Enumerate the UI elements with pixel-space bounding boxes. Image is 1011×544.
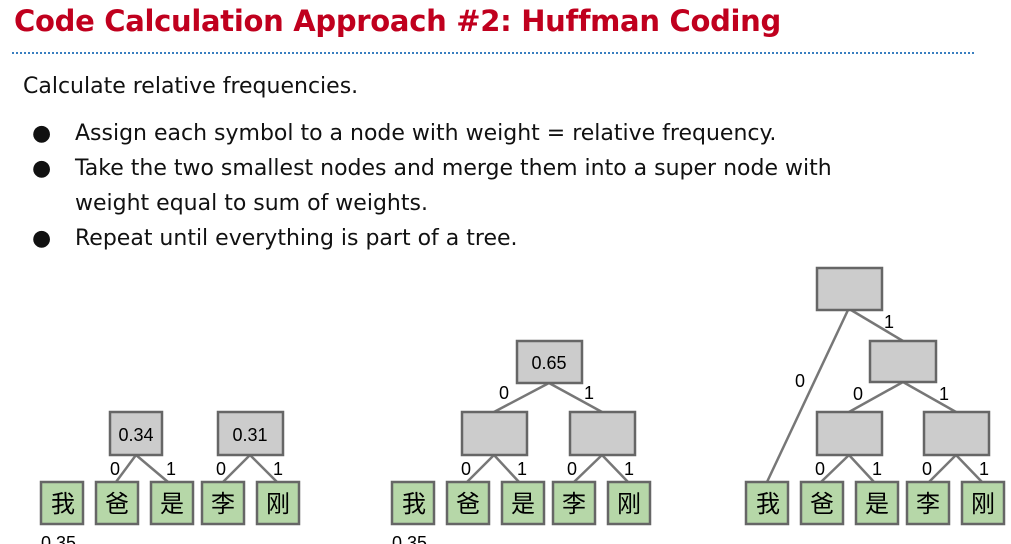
tree-node [515,339,584,385]
leaf-symbol: 李 [211,490,235,518]
edge-label: 1 [517,459,527,479]
node-weight: 0.31 [232,425,267,445]
leaf-symbol: 刚 [617,490,641,518]
node-weight: 0.34 [118,425,153,445]
leaf-symbol: 爸 [105,490,129,518]
leaf-symbol: 我 [402,490,426,518]
leaf-symbol: 李 [916,490,940,518]
leaf-weight: 0.35 [392,533,427,544]
edge-label: 0 [853,384,863,404]
bullet-list: ● Assign each symbol to a node with weigh… [28,116,908,256]
bullet-icon: ● [32,121,52,146]
leaf-symbol: 刚 [266,490,290,518]
tree-node [922,410,991,457]
bullet-text: Assign each symbol to a node with weight… [75,121,777,146]
edge-label: 0 [815,459,825,479]
tree-step-1: 0.34 0.31 0 1 0 1 我 爸 是 李 刚 0.35 [39,410,301,544]
tree-step-3: 0 1 0 1 0 1 0 1 我 爸 是 李 刚 [744,266,1006,526]
bullet-item: ● Assign each symbol to a node with weigh… [28,116,908,151]
edge-label: 1 [939,384,949,404]
edge-label: 1 [872,459,882,479]
bullet-icon: ● [32,226,52,251]
node-weight: 0.65 [531,353,566,373]
edge-label: 0 [567,459,577,479]
tree-node [460,410,529,457]
leaf-symbol: 爸 [810,490,834,518]
leaf-symbol: 刚 [971,490,995,518]
tree-node [108,410,164,457]
leaf-symbol: 我 [51,490,75,518]
bullet-icon: ● [32,156,52,181]
leaf-symbol: 是 [865,490,889,518]
edge-label: 1 [166,459,176,479]
edge-label: 1 [979,459,989,479]
edge-label: 1 [884,312,894,332]
leaf-symbol: 爸 [456,490,480,518]
tree-step-2: 0.65 0 1 0 1 0 1 我 爸 是 李 刚 0.35 [390,339,652,544]
tree-node [815,410,884,457]
bullet-item: ● Take the two smallest nodes and merge t… [28,151,908,221]
tree-node [868,339,938,384]
leaf-symbol: 我 [756,490,780,518]
edge-label: 0 [499,383,509,403]
tree-node [568,410,637,457]
bullet-text: Repeat until everything is part of a tre… [75,226,518,251]
leaf-symbol: 李 [562,490,586,518]
bullet-item: ● Repeat until everything is part of a tr… [28,221,908,256]
title-divider [12,52,974,54]
leaf-symbol: 是 [160,490,184,518]
edge-label: 0 [110,459,120,479]
leaf-symbol: 是 [511,490,535,518]
tree-node [815,266,884,312]
edge-label: 0 [922,459,932,479]
edge-label: 1 [584,383,594,403]
edge-label: 0 [216,459,226,479]
edge-label: 1 [273,459,283,479]
intro-text: Calculate relative frequencies. [23,74,359,99]
edge-label: 1 [624,459,634,479]
leaf-weight: 0.35 [41,533,76,544]
tree-node [216,410,285,457]
slide-title: Code Calculation Approach #2: Huffman Co… [14,4,781,38]
bullet-text: Take the two smallest nodes and merge th… [75,156,832,216]
edge-label: 0 [461,459,471,479]
edge-label: 0 [795,371,805,391]
